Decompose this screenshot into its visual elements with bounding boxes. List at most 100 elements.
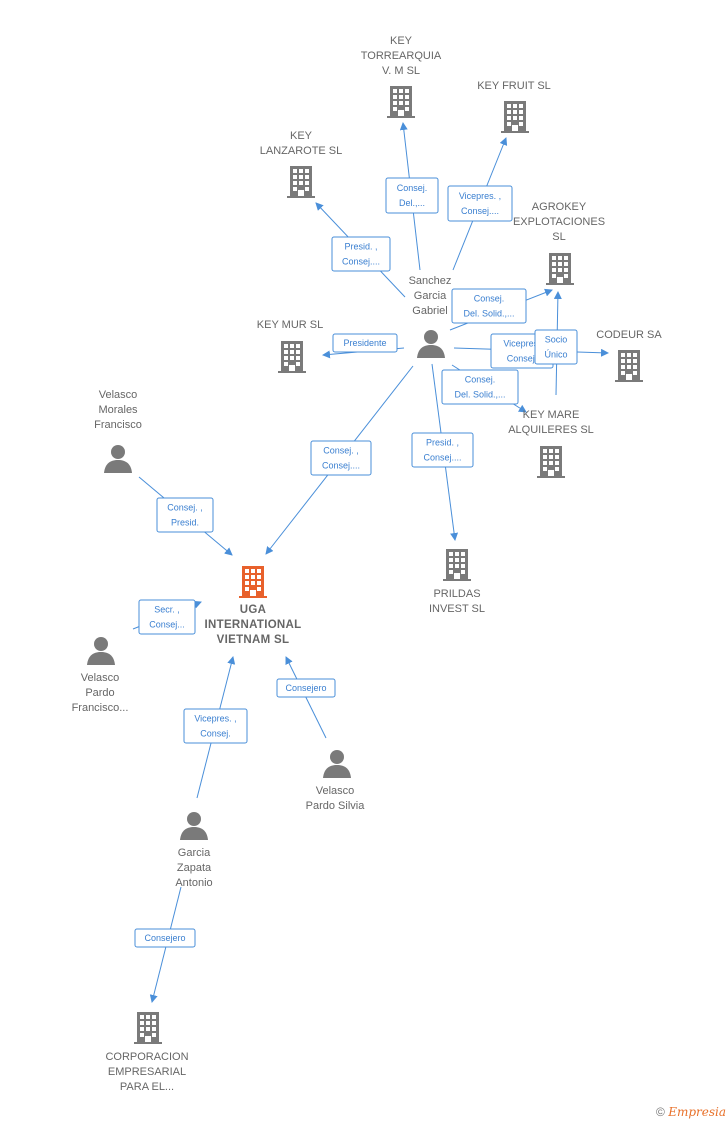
- role-label-e-prildas[interactable]: Presid. ,Consej....: [411, 432, 474, 468]
- node-label: V. M SL: [382, 65, 420, 77]
- role-label-box[interactable]: [411, 432, 474, 468]
- role-label-e-agrokey[interactable]: Consej. Del. Solid.,...: [451, 288, 527, 324]
- person-icon: [417, 330, 445, 358]
- node-corporacion[interactable]: CORPORACION EMPRESARIAL PARA EL...: [105, 1012, 189, 1093]
- node-label: TORREARQUIA: [361, 50, 442, 62]
- role-label-e-keymur[interactable]: Presidente: [332, 333, 398, 353]
- node-lanzarote[interactable]: KEY LANZAROTE SL: [260, 130, 343, 198]
- node-uga[interactable]: UGA INTERNATIONAL VIETNAM SL: [205, 566, 302, 646]
- node-label: CODEUR SA: [596, 329, 662, 341]
- company-building-icon: [443, 549, 471, 581]
- role-label-box[interactable]: [183, 708, 248, 744]
- node-label: VIETNAM SL: [217, 634, 290, 646]
- role-label-text: Consej.: [465, 375, 496, 385]
- node-label: KEY MUR SL: [257, 319, 323, 331]
- empresia-logo[interactable]: Empresia: [668, 1105, 726, 1119]
- node-label: UGA: [240, 604, 266, 616]
- role-label-box[interactable]: [451, 288, 527, 324]
- role-label-box[interactable]: [156, 497, 214, 533]
- role-label-e-torrearquia[interactable]: Consej.Del.,...: [385, 177, 439, 214]
- role-label-text: Consej....: [461, 206, 499, 216]
- node-label: PARA EL...: [120, 1081, 174, 1093]
- role-label-box[interactable]: [534, 329, 578, 365]
- company-building-icon: [134, 1012, 162, 1044]
- role-label-box[interactable]: [310, 440, 372, 476]
- role-label-box[interactable]: [134, 928, 196, 948]
- copyright-symbol: ©: [656, 1105, 665, 1119]
- node-torrearquia[interactable]: KEY TORREARQUIA V. M SL: [361, 35, 442, 118]
- node-label: Velasco: [316, 785, 355, 797]
- node-label: Francisco...: [72, 702, 129, 714]
- node-label: EMPRESARIAL: [108, 1066, 186, 1078]
- role-label-e-lanzarote[interactable]: Presid. , Consej....: [331, 236, 391, 272]
- edge-labels: Consej.Del.,...Vicepres. ,Consej....Pres…: [134, 177, 578, 948]
- role-label-text: Del. Solid.,...: [454, 390, 505, 400]
- role-label-text: Consej....: [423, 453, 461, 463]
- role-label-e-uga-vpf[interactable]: Secr. ,Consej...: [138, 599, 196, 635]
- node-label: AGROKEY: [532, 201, 587, 213]
- role-label-text: Consejero: [285, 683, 326, 693]
- role-label-text: Presid.: [171, 518, 199, 528]
- role-label-text: Consej. ,: [323, 446, 359, 456]
- node-label: Zapata: [177, 862, 212, 874]
- node-label: CORPORACION: [105, 1051, 188, 1063]
- role-label-e-corp[interactable]: Consejero: [134, 928, 196, 948]
- node-label: Sanchez: [409, 275, 452, 287]
- node-label: Velasco: [99, 389, 138, 401]
- role-label-e-uga-vmf[interactable]: Consej. ,Presid.: [156, 497, 214, 533]
- role-label-text: Consejero: [144, 933, 185, 943]
- role-label-box[interactable]: [385, 177, 439, 214]
- role-label-text: Vicepres. ,: [459, 191, 501, 201]
- person-icon: [180, 812, 208, 840]
- node-keymur[interactable]: KEY MUR SL: [257, 319, 323, 373]
- node-label: LANZAROTE SL: [260, 145, 343, 157]
- node-label: PRILDAS: [433, 588, 480, 600]
- role-label-text: Del. Solid.,...: [463, 309, 514, 319]
- role-label-e-keyfruit[interactable]: Vicepres. , Consej....: [447, 185, 513, 222]
- role-label-text: Presid. ,: [344, 242, 377, 252]
- footer: © Empresia: [656, 1105, 726, 1119]
- company-building-icon: [287, 166, 315, 198]
- company-building-icon: [537, 446, 565, 478]
- node-codeur[interactable]: CODEUR SA: [596, 329, 662, 382]
- node-label: KEY FRUIT SL: [477, 80, 551, 92]
- role-label-box[interactable]: [441, 369, 519, 405]
- role-label-text: Único: [544, 350, 567, 360]
- main-company-building-icon: [239, 566, 267, 598]
- role-label-e-uga-vps[interactable]: Consejero: [276, 678, 336, 698]
- node-prildas[interactable]: PRILDAS INVEST SL: [429, 549, 485, 615]
- node-label: INVEST SL: [429, 603, 485, 615]
- role-label-e-uga-gza[interactable]: Vicepres. ,Consej.: [183, 708, 248, 744]
- role-label-e-uga-sanchez[interactable]: Consej. , Consej....: [310, 440, 372, 476]
- node-label: KEY: [290, 130, 313, 142]
- role-label-box[interactable]: [447, 185, 513, 222]
- node-label: Morales: [98, 404, 138, 416]
- role-label-box[interactable]: [138, 599, 196, 635]
- role-label-e-keymare[interactable]: Consej. Del. Solid.,...: [441, 369, 519, 405]
- company-building-icon: [278, 341, 306, 373]
- node-keyfruit[interactable]: KEY FRUIT SL: [477, 80, 551, 133]
- role-label-text: Vicepres.: [503, 339, 540, 349]
- nodes-layer: UGA INTERNATIONAL VIETNAM SL KEY TORREARQUIA…: [72, 35, 663, 1093]
- role-label-box[interactable]: [332, 333, 398, 353]
- node-velasco_pardo_f[interactable]: VelascoPardoFrancisco...: [72, 637, 129, 714]
- node-label: EXPLOTACIONES: [513, 216, 605, 228]
- role-label-box[interactable]: [331, 236, 391, 272]
- node-label: Garcia: [414, 290, 447, 302]
- node-label: INTERNATIONAL: [205, 619, 302, 631]
- role-label-box[interactable]: [276, 678, 336, 698]
- role-label-text: Presidente: [343, 338, 386, 348]
- node-label: Gabriel: [412, 305, 447, 317]
- role-label-text: Consej.: [474, 294, 505, 304]
- role-label-text: Consej....: [322, 461, 360, 471]
- role-label-text: Consej....: [342, 257, 380, 267]
- node-label: KEY: [390, 35, 413, 47]
